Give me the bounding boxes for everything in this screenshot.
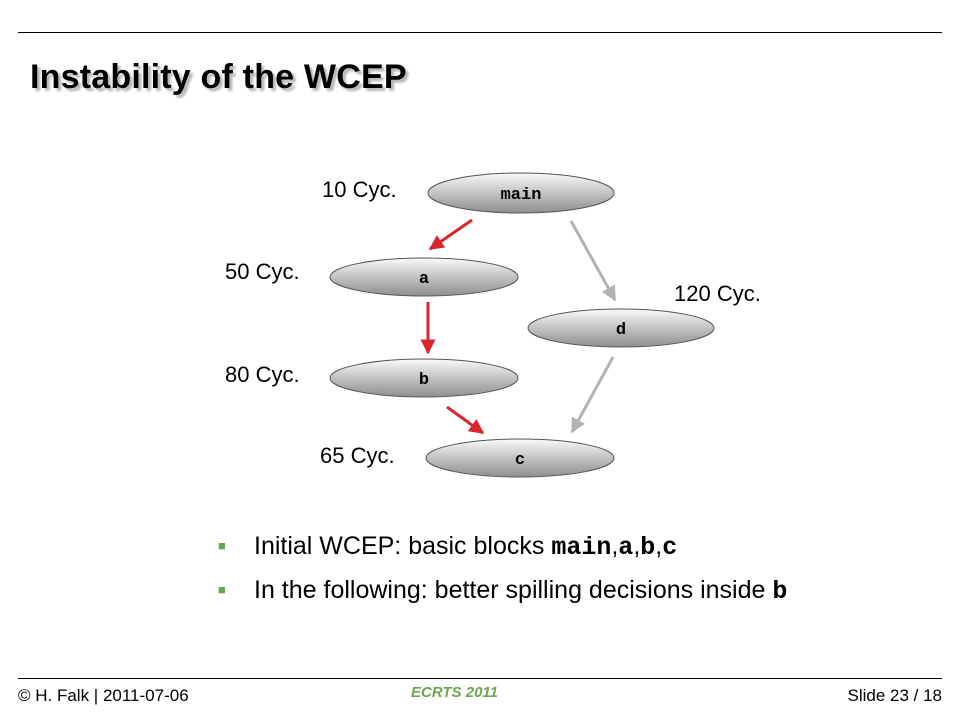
square-bullet-icon: ■	[218, 538, 226, 553]
code-b: b	[640, 533, 656, 562]
top-rule	[18, 32, 942, 33]
node-c-label: c	[515, 451, 525, 470]
cycles-d: 120 Cyc.	[674, 281, 761, 306]
node-b: b	[329, 358, 519, 398]
node-d-label: d	[616, 321, 626, 340]
code-b: b	[772, 577, 788, 606]
code-main: main	[551, 533, 612, 562]
cycles-c: 65 Cyc.	[320, 443, 395, 468]
node-main: main	[427, 172, 615, 214]
node-b-label: b	[419, 371, 429, 390]
footer-conference: ECRTS 2011	[411, 684, 498, 701]
footer-slide-number: Slide 23 / 18	[847, 686, 942, 705]
footer-author-date: © H. Falk | 2011-07-06	[18, 686, 189, 705]
cycles-main: 10 Cyc.	[322, 177, 397, 202]
cycles-a: 50 Cyc.	[225, 259, 300, 284]
node-c: c	[425, 438, 615, 478]
node-a: a	[329, 257, 519, 297]
bullet-text: In the following: better spilling decisi…	[254, 576, 773, 604]
code-c: c	[662, 533, 678, 562]
edge-main-d	[569, 220, 617, 302]
square-bullet-icon: ■	[218, 582, 226, 597]
bullet-item: ■ In the following: better spilling deci…	[218, 576, 787, 620]
bottom-rule	[18, 678, 942, 679]
node-a-label: a	[419, 270, 429, 289]
separator: ,	[611, 532, 619, 560]
edge-main-a	[428, 218, 473, 251]
code-a: a	[618, 533, 634, 562]
edge-d-c	[570, 356, 615, 434]
bullet-item: ■ Initial WCEP: basic blocks main, a, b,…	[218, 532, 787, 576]
cfg-diagram: main a d b c 10 Cyc. 50 Cyc. 120 Cyc. 80…	[225, 172, 761, 478]
bullet-text: Initial WCEP: basic blocks	[254, 532, 552, 560]
separator: ,	[655, 532, 663, 560]
edge-b-c	[446, 405, 485, 435]
separator: ,	[633, 532, 641, 560]
node-main-label: main	[501, 186, 542, 205]
cycles-b: 80 Cyc.	[225, 362, 300, 387]
slide-title: Instability of the WCEP	[30, 58, 407, 96]
bullet-list: ■ Initial WCEP: basic blocks main, a, b,…	[218, 532, 787, 620]
node-d: d	[527, 308, 715, 348]
